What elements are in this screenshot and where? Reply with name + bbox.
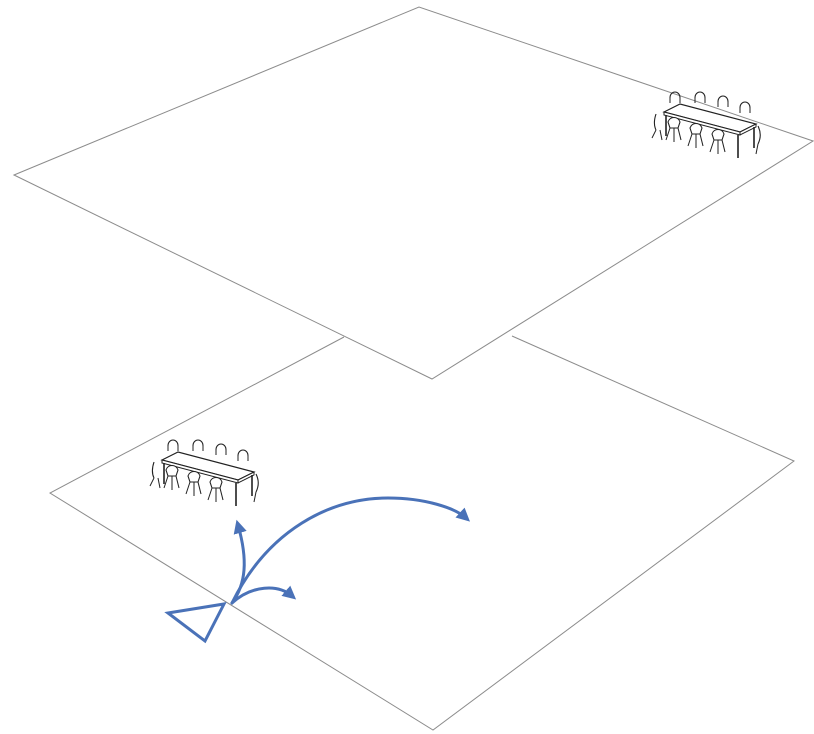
upper-floor-plane (14, 7, 813, 379)
arrow-up (232, 525, 244, 603)
motion-arrows (232, 498, 466, 603)
arrow-short-right (232, 588, 292, 603)
camera-triangle-icon (168, 604, 224, 641)
lower-floor-plane (50, 336, 794, 730)
lower-table-furniture-icon (150, 440, 258, 506)
